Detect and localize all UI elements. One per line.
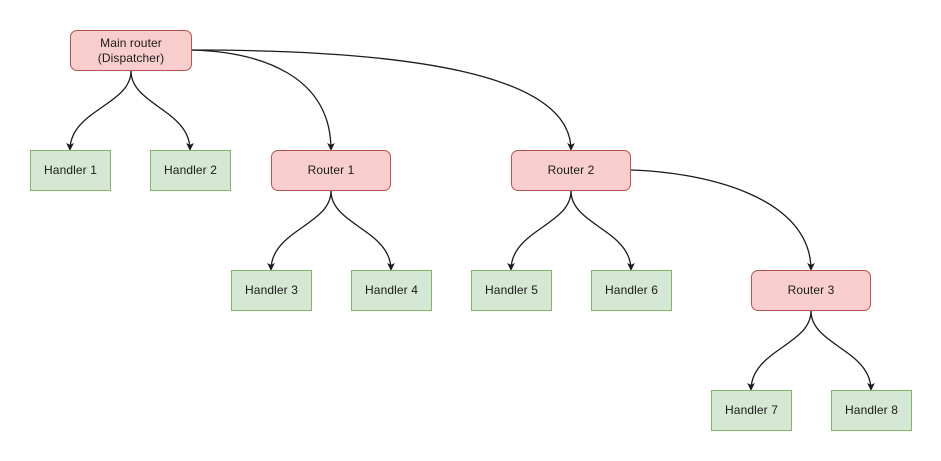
edge-router2-handler6 <box>570 190 635 271</box>
node-handler-1[interactable]: Handler 1 <box>30 150 111 191</box>
node-label-handler-7: Handler 7 <box>725 403 778 417</box>
node-label-handler-8: Handler 8 <box>845 403 898 417</box>
node-router-3[interactable]: Router 3 <box>751 270 871 311</box>
node-main-router[interactable]: Main router (Dispatcher) <box>70 30 192 71</box>
node-handler-6[interactable]: Handler 6 <box>591 270 672 311</box>
edge-router2-handler5 <box>507 190 572 271</box>
node-handler-5[interactable]: Handler 5 <box>471 270 552 311</box>
node-handler-4[interactable]: Handler 4 <box>351 270 432 311</box>
edge-main-handler2 <box>130 70 194 151</box>
node-router-2[interactable]: Router 2 <box>511 150 631 191</box>
node-label-handler-5: Handler 5 <box>485 283 538 297</box>
node-router-1[interactable]: Router 1 <box>271 150 391 191</box>
edge-router1-handler4 <box>330 190 395 271</box>
edge-main-handler1 <box>66 70 132 151</box>
node-label-handler-6: Handler 6 <box>605 283 658 297</box>
node-handler-7[interactable]: Handler 7 <box>711 390 792 431</box>
edge-main-router1 <box>191 49 335 151</box>
node-label-handler-2: Handler 2 <box>164 163 217 177</box>
edge-main-router2 <box>191 49 575 151</box>
edge-router3-handler7 <box>747 310 812 391</box>
node-label-handler-1: Handler 1 <box>44 163 97 177</box>
node-handler-3[interactable]: Handler 3 <box>231 270 312 311</box>
diagram-edges <box>66 49 875 391</box>
node-label-router-1: Router 1 <box>307 163 355 177</box>
edge-router1-handler3 <box>267 190 332 271</box>
node-label-main-router: Main router (Dispatcher) <box>97 35 165 65</box>
node-label-handler-4: Handler 4 <box>365 283 418 297</box>
node-handler-8[interactable]: Handler 8 <box>831 390 912 431</box>
edge-router3-handler8 <box>810 310 875 391</box>
node-label-router-2: Router 2 <box>547 163 595 177</box>
edge-router2-router3 <box>630 169 815 271</box>
node-handler-2[interactable]: Handler 2 <box>150 150 231 191</box>
node-label-router-3: Router 3 <box>787 283 835 297</box>
node-label-handler-3: Handler 3 <box>245 283 298 297</box>
